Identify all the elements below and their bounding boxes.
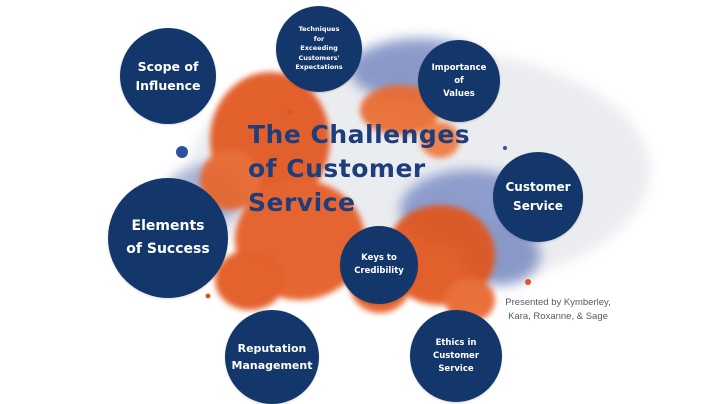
bubble-label: Scope of [137, 59, 199, 74]
bubble-label: Values [443, 88, 475, 99]
bubble-label: Elements [131, 218, 205, 234]
title-line-1: The Challenges [248, 120, 471, 149]
bubble-label: for [313, 34, 325, 43]
bubble-label: Credibility [354, 266, 404, 276]
topic-bubble-elements-of-success[interactable]: Elements of Success [108, 178, 228, 298]
topic-bubble-scope-of-influence[interactable]: Scope of Influence [120, 28, 216, 124]
bubble-label: Customer [432, 350, 480, 361]
bubble-label: Importance [431, 62, 487, 73]
title-line-2: of Customer [248, 154, 426, 183]
bubble-label: Customers' [298, 53, 340, 62]
bubble-label: of [454, 75, 464, 86]
topic-bubble-techniques[interactable]: Techniques for Exceeding Customers' Expe… [276, 6, 362, 92]
topic-bubble-keys-to-credibility[interactable]: Keys to Credibility [340, 226, 418, 304]
presenter-credit: Presented by Kymberley, Kara, Roxanne, &… [488, 296, 628, 324]
bubble-label: Customer [505, 180, 571, 194]
topic-bubble-importance-of-values[interactable]: Importance of Values [418, 40, 500, 122]
topic-bubble-customer-service[interactable]: Customer Service [493, 152, 583, 242]
bubble-label: Ethics in [435, 337, 477, 348]
topic-bubble-reputation-management[interactable]: Reputation Management [225, 310, 319, 404]
title-line-3: Service [248, 188, 356, 217]
bubble-label: Techniques [298, 25, 340, 34]
bubble-label: Exceeding [300, 44, 338, 53]
bubble-label: Service [438, 363, 474, 374]
bubble-label: Keys to [361, 253, 397, 263]
bubble-label: Expectations [295, 63, 343, 72]
bubble-label: Influence [135, 78, 201, 93]
credit-line-2: Kara, Roxanne, & Sage [508, 311, 608, 322]
bubble-label: Management [231, 359, 313, 372]
topic-bubble-ethics-in-customer-service[interactable]: Ethics in Customer Service [410, 310, 502, 402]
credit-line-1: Presented by Kymberley, [505, 297, 611, 308]
bubble-label: of Success [126, 241, 210, 257]
bubble-label: Service [513, 199, 563, 213]
bubble-label: Reputation [237, 342, 307, 355]
presentation-title: The Challenges of Customer Service [248, 118, 478, 220]
